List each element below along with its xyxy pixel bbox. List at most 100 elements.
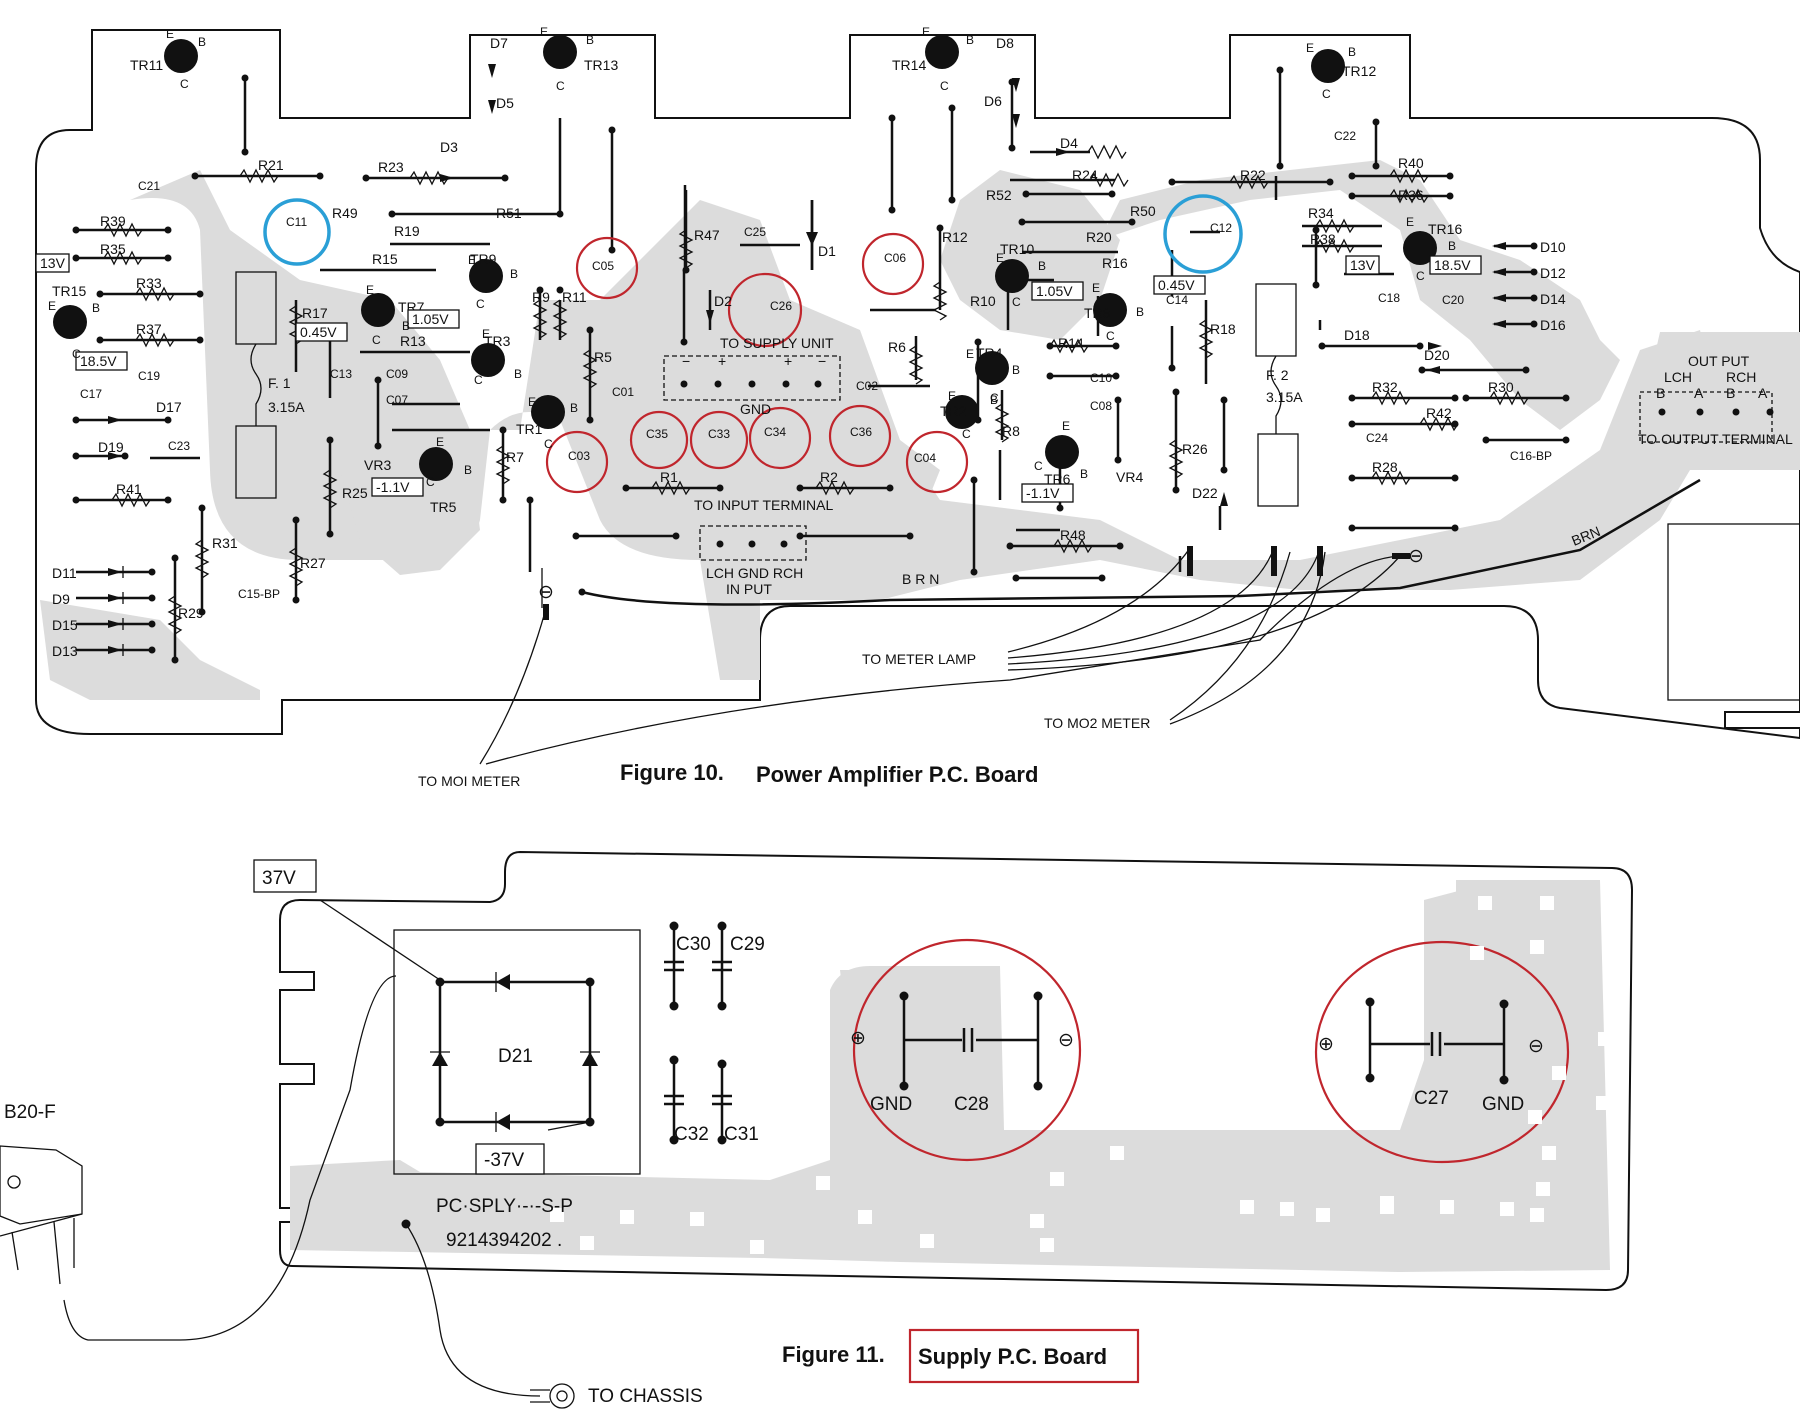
solder-pad: [970, 476, 978, 484]
solder-pad: [906, 532, 914, 540]
capacitor-label: C36: [850, 425, 872, 439]
transistor-label: TR5: [430, 499, 457, 515]
solder-pad: [1451, 524, 1459, 532]
solder-pad: [796, 484, 804, 492]
transistor-label: TR11: [130, 57, 163, 73]
resistor-label: R49: [332, 205, 358, 221]
solder-pad: [586, 416, 594, 424]
board-hole: [1470, 946, 1484, 960]
pin-e-label: E: [166, 27, 174, 41]
pin-c-label: C: [426, 475, 435, 489]
resistor-label: R28: [1372, 459, 1398, 475]
supply-pin-label: +: [718, 353, 726, 369]
board-hole: [1050, 1172, 1064, 1186]
solder-pad: [72, 226, 80, 234]
solder-pad: [196, 290, 204, 298]
part-label: F. 1: [268, 375, 291, 391]
minus-terminal-label-2: ⊖: [1408, 546, 1424, 567]
pin-c-label: C: [1322, 87, 1331, 101]
board-hole: [580, 1236, 594, 1250]
pin-e-label: E: [922, 25, 930, 39]
resistor-label: R26: [1182, 441, 1208, 457]
diode-label: D4: [1060, 135, 1078, 151]
supply-gnd-label: GND: [740, 401, 771, 417]
capacitor-label: C07: [386, 393, 408, 407]
solder-pad: [1446, 172, 1454, 180]
solder-pad: [1348, 420, 1356, 428]
c28-plus-label: ⊕: [850, 1028, 866, 1049]
solder-pad: [374, 442, 382, 450]
fig11-title-box: [908, 1328, 1140, 1384]
solder-pad: [682, 266, 690, 274]
solder-pad: [1451, 420, 1459, 428]
solder-pad: [1008, 78, 1016, 86]
transistor-label: TR12: [1342, 63, 1376, 79]
pin-e-label: E: [948, 389, 956, 403]
solder-pad: [886, 484, 894, 492]
solder-pad: [556, 210, 564, 218]
solder-pad: [1220, 396, 1228, 404]
capacitor-label: C16-BP: [1510, 449, 1552, 463]
capacitor-label: C22: [1334, 129, 1356, 143]
voltage-box: [407, 309, 460, 329]
output-label: OUT PUT: [1688, 353, 1750, 369]
mo2-meter-label: TO MO2 METER: [1044, 715, 1150, 731]
resistor-label: R6: [888, 339, 906, 355]
solder-pad: [1522, 366, 1530, 374]
resistor-label: R38: [1310, 231, 1336, 247]
capacitor-label: C02: [856, 379, 878, 393]
pin-c-label: C: [372, 333, 381, 347]
diode-label: D20: [1424, 347, 1450, 363]
pin-b-label: B: [570, 401, 578, 415]
board-hole: [1316, 1208, 1330, 1222]
pin-b-label: B: [586, 33, 594, 47]
diode-label: D5: [496, 95, 514, 111]
resistor-label: R37: [136, 321, 162, 337]
input-connector-label: TO INPUT TERMINAL: [694, 497, 833, 513]
voltage-neg-37v-label: -37V: [484, 1150, 524, 1171]
solder-pad: [96, 336, 104, 344]
voltage-label: 18.5V: [1434, 257, 1471, 273]
voltage-box: [75, 351, 128, 371]
solder-pad: [164, 416, 172, 424]
pin-e-label: E: [436, 435, 444, 449]
pin-c-label: C: [474, 373, 483, 387]
board-hole: [1540, 896, 1554, 910]
c28-minus-label: ⊖: [1058, 1030, 1074, 1051]
board-serial-number: 9214394202 .: [446, 1230, 562, 1251]
diode-label: D1: [818, 243, 836, 259]
capacitor-label: C20: [1442, 293, 1464, 307]
resistor-label: R11: [562, 289, 587, 305]
solder-pad: [669, 1055, 679, 1065]
resistor-label: R31: [212, 535, 238, 551]
solder-pad: [241, 74, 249, 82]
solder-pad: [1348, 172, 1356, 180]
diode-label: D7: [490, 35, 508, 51]
solder-pad: [717, 1135, 727, 1145]
resistor-label: R27: [300, 555, 326, 571]
small-capacitor-label: C32: [674, 1124, 709, 1145]
supply-connector-label: TO SUPPLY UNIT: [720, 335, 834, 351]
pin-e-label: E: [540, 25, 548, 39]
output-connector-box: [1639, 391, 1773, 443]
pin-c-label: C: [544, 437, 553, 451]
solder-pad: [717, 1059, 727, 1069]
solder-pad: [72, 416, 80, 424]
solder-pad: [1348, 474, 1356, 482]
resistor-label: R52: [986, 187, 1012, 203]
solder-pad: [899, 1081, 909, 1091]
output-pin-label: A: [1694, 385, 1704, 401]
resistor-label: R22: [1240, 167, 1266, 183]
pin-b-label: B: [402, 319, 410, 333]
solder-pad: [717, 1001, 727, 1011]
voltage-37v-label: 37V: [262, 868, 296, 889]
solder-pad: [1022, 190, 1030, 198]
solder-pad: [1276, 66, 1284, 74]
resistor-label: R14: [1058, 335, 1084, 351]
voltage-box: [1345, 255, 1380, 275]
fig10-caption-title: Power Amplifier P.C. Board: [756, 762, 1038, 787]
solder-pad: [1276, 162, 1284, 170]
diode-symbols: [108, 64, 1506, 656]
solder-pad: [1326, 178, 1334, 186]
